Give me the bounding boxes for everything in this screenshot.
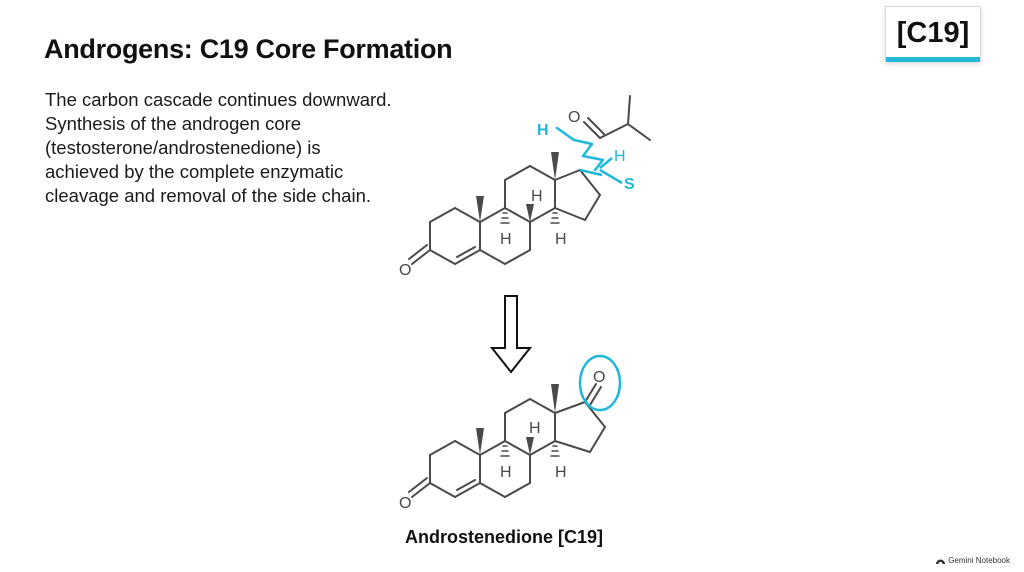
- description-line: The carbon cascade continues downward.: [45, 89, 392, 110]
- page-title: Androgens: C19 Core Formation: [44, 34, 453, 64]
- cleavage-highlight: [555, 126, 623, 185]
- hydrogen-label: H: [500, 231, 512, 248]
- description-line: Synthesis of the androgen core: [45, 113, 302, 134]
- badge-accent-bar: [886, 57, 980, 62]
- cyan-hydrogen-label: H: [537, 122, 549, 139]
- reaction-arrow: [489, 295, 533, 374]
- c17-ketone-highlight-circle: [578, 354, 622, 412]
- c17-oxygen-label: O: [593, 369, 605, 386]
- hydrogen-label: H: [531, 188, 543, 205]
- description-line: cleavage and removal of the side chain.: [45, 185, 372, 206]
- footer-text: Gemini Notebook: [948, 556, 1010, 565]
- notebook-logo-icon: [936, 559, 946, 564]
- product-caption: Androstenedione [C19]: [405, 527, 604, 547]
- hydrogen-label: H: [555, 231, 567, 248]
- cyan-hydrogen-label: H: [614, 148, 626, 165]
- hydrogen-label: H: [555, 464, 567, 481]
- hydrogen-label: H: [500, 464, 512, 481]
- ketone-oxygen-label: O: [399, 262, 411, 279]
- side-chain-oxygen-label: O: [568, 109, 580, 126]
- description-line: achieved by the complete enzymatic: [45, 161, 344, 182]
- description-text: The carbon cascade continues downward. S…: [45, 88, 425, 208]
- androstenedione-molecule: [408, 383, 606, 498]
- c19-badge: [C19]: [885, 6, 981, 62]
- footer-brand: Gemini Notebook: [936, 556, 1010, 565]
- precursor-molecule: [408, 95, 651, 265]
- hydrogen-label: H: [529, 420, 541, 437]
- badge-label: [C19]: [896, 17, 970, 49]
- description-line: (testosterone/androstenedione) is: [45, 137, 321, 158]
- cyan-sulfur-label: S: [624, 176, 635, 193]
- ketone-oxygen-label: O: [399, 495, 411, 512]
